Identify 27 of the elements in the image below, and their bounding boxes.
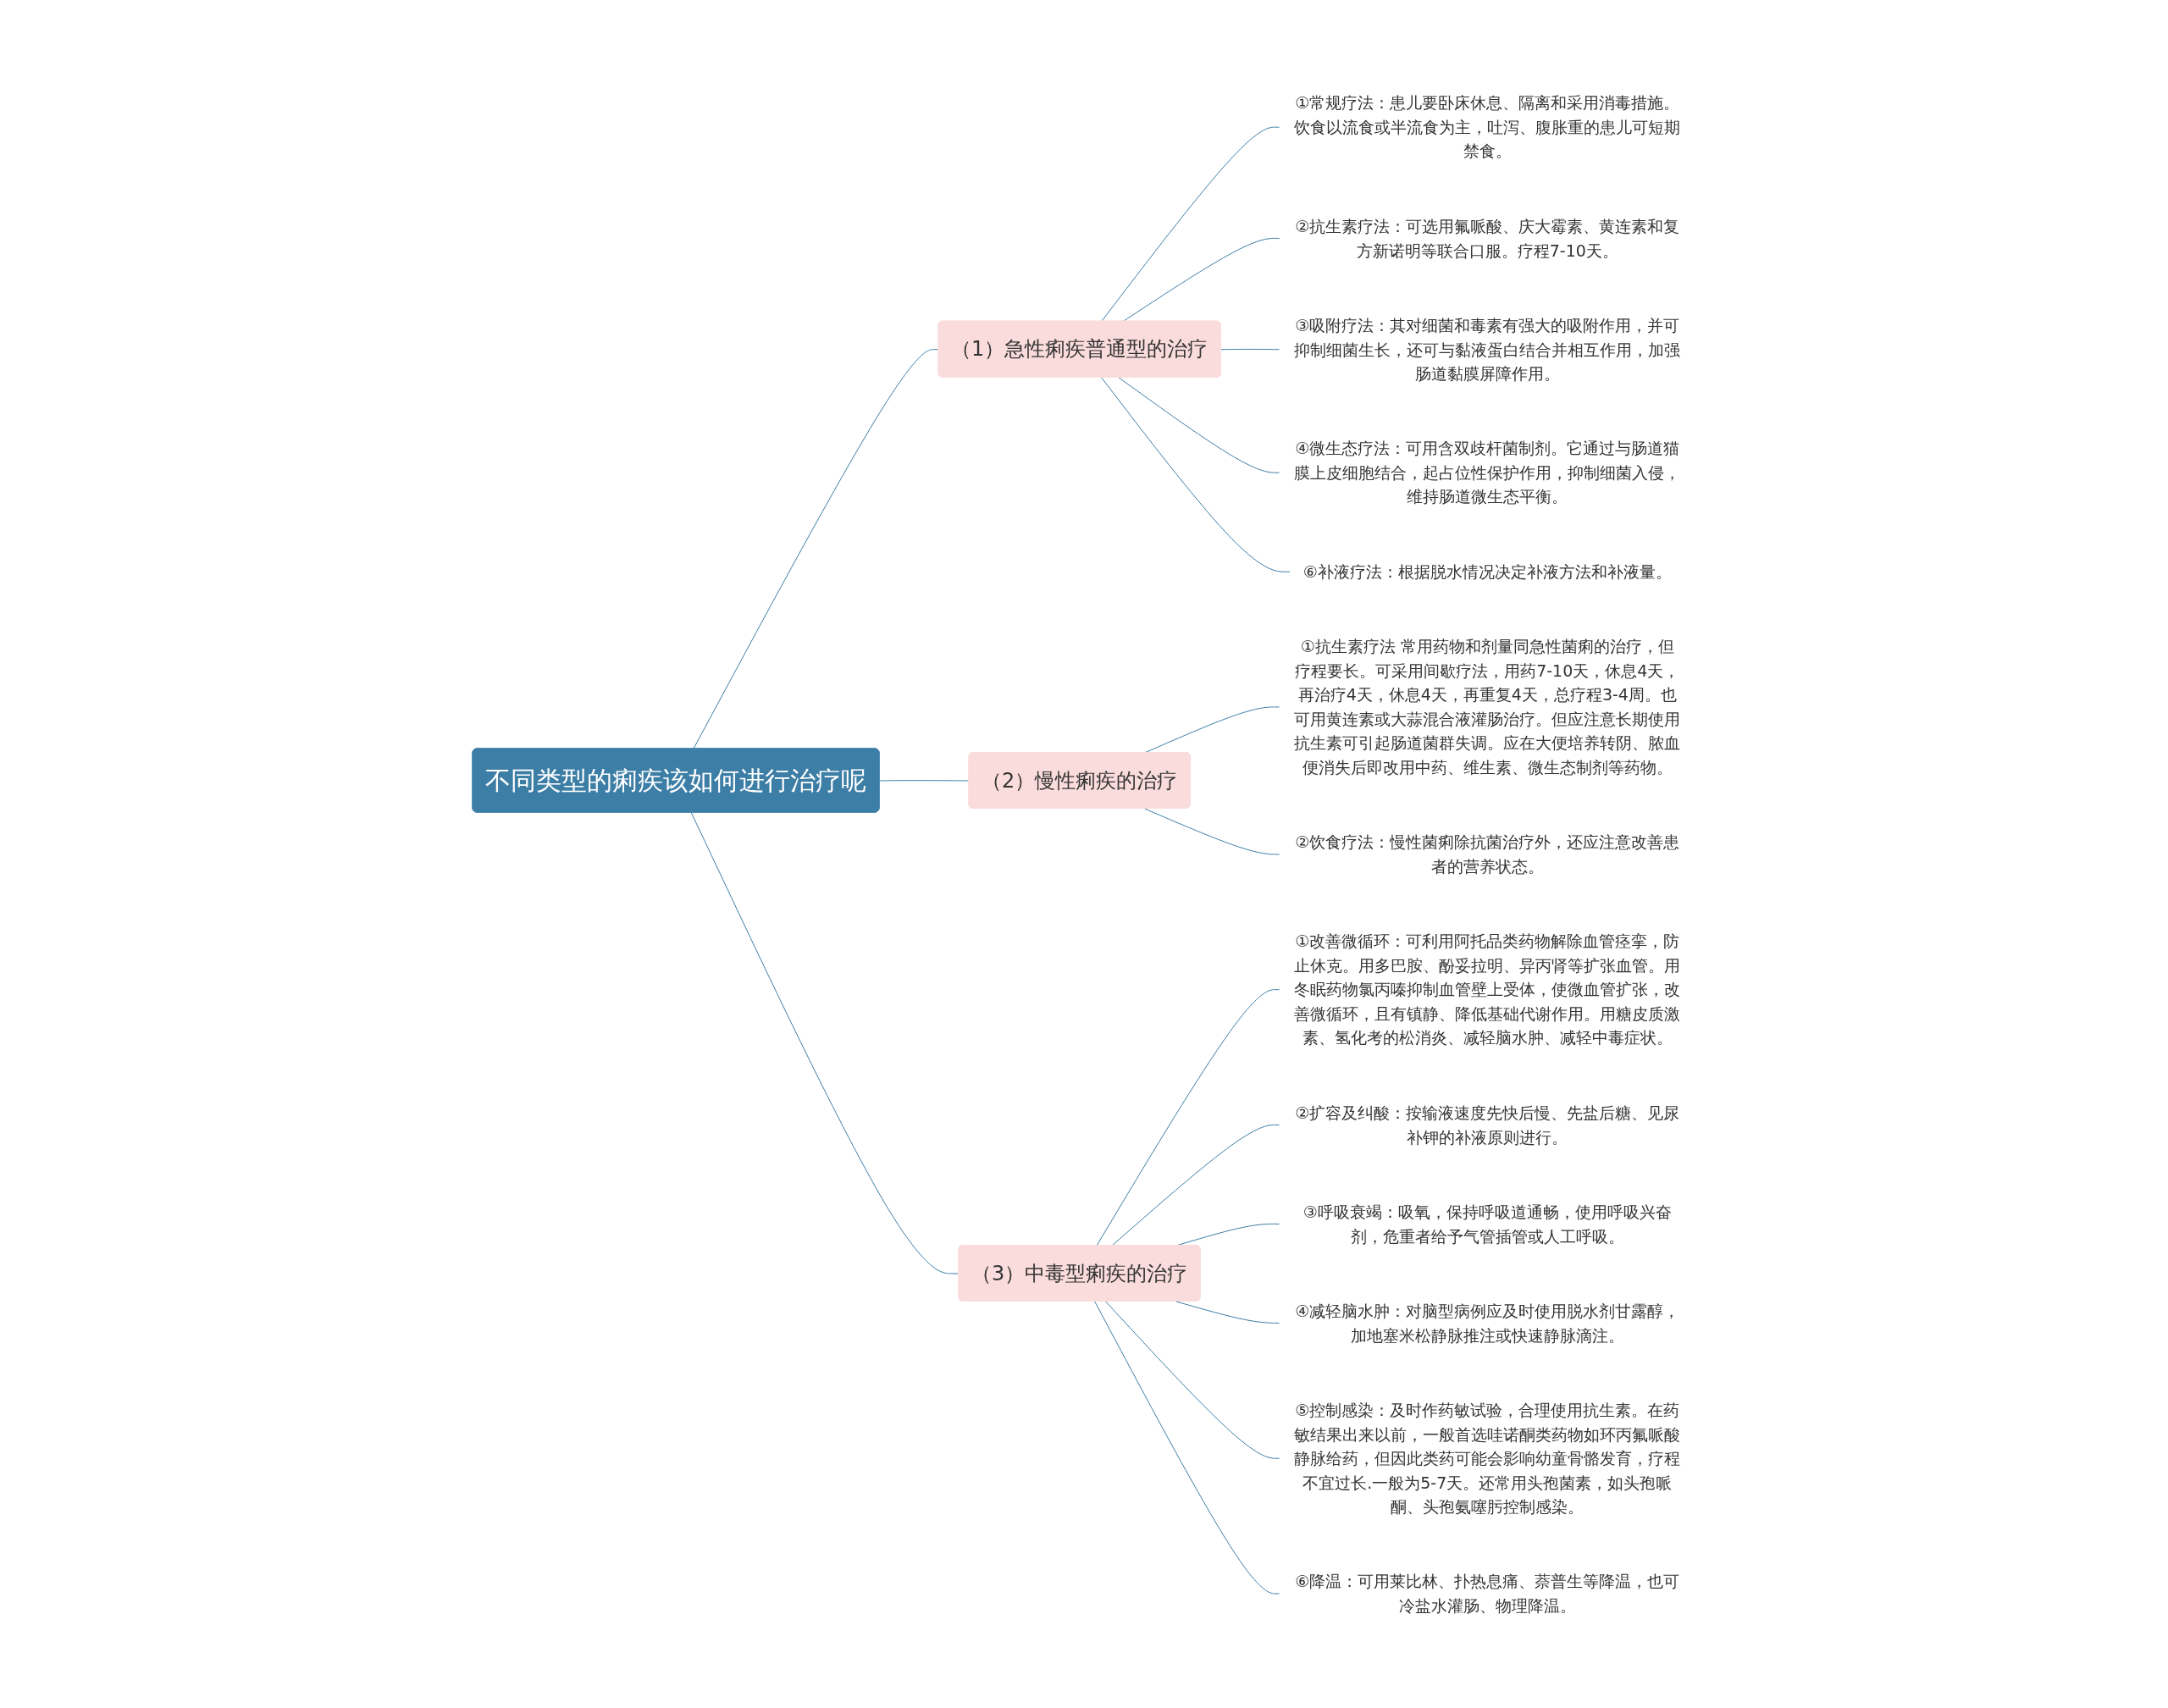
node-text: ③呼吸衰竭：吸氧，保持呼吸道通畅，使用呼吸兴奋剂，危重者给予气管插管或人工呼吸。 [1303, 1202, 1673, 1245]
node-text: ②抗生素疗法：可选用氟哌酸、庆大霉素、黄连素和复方新诺明等联合口服。疗程7-10天。 [1295, 216, 1680, 259]
connector [691, 812, 960, 1274]
connector [1096, 989, 1281, 1246]
connector [1118, 377, 1281, 473]
connector [1094, 1301, 1281, 1595]
connector [1105, 1301, 1281, 1459]
connector [1101, 377, 1292, 572]
node-text: ⑥降温：可用莱比林、扑热息痛、萘普生等降温，也可冷盐水灌肠、物理降温。 [1295, 1572, 1680, 1615]
connector [879, 780, 971, 782]
connector [1101, 126, 1281, 323]
connector [1220, 348, 1281, 351]
node-text: ②饮食疗法：慢性菌痢除抗菌治疗外，还应注意改善患者的营养状态。 [1295, 832, 1680, 876]
connector [1175, 1301, 1281, 1324]
connector [1111, 1124, 1281, 1246]
node-text: ④减轻脑水肿：对脑型病例应及时使用脱水剂甘露醇，加地塞米松静脉推注或快速静脉滴注。 [1295, 1301, 1680, 1344]
node-text: ④微生态疗法：可用含双歧杆菌制剂。它通过与肠道猫膜上皮细胞结合，起占位性保护作用，抑制细菌入侵，维持肠道微生态平衡。 [1294, 439, 1681, 506]
node-text: ②扩容及纠酸：按输液速度先快后慢、先盐后糖、见尿补钾的补液原则进行。 [1295, 1103, 1680, 1146]
connector [693, 349, 940, 749]
node-text: ①改善微循环：可利用阿托品类药物解除血管痉挛，防止休克。用多巴胺、酚妥拉明、异丙肾等扩张血管。用冬眠药物氯丙嗪抑制血管壁上受体，使微血管扩张，改善微循环，且有镇静、降低基础代谢作用。用糖皮质激素、氢化考的松消炎、减轻脑水肿、减轻中毒症状。 [1294, 931, 1681, 1047]
connector [1122, 237, 1281, 323]
node-text: ③吸附疗法：其对细菌和毒素有强大的吸附作用，并可抑制细菌生长，还可与黏液蛋白结合并相互作用，加强肠道黏膜屏障作用。 [1294, 315, 1681, 383]
node-text: ⑤控制感染：及时作药敏试验，合理使用抗生素。在药敏结果出来以前，一般首选哇诺酮类药物如环丙氟哌酸静脉给药，但因此类药可能会影响幼童骨骼发育，疗程不宜过长.一般为5-7天。还常用头孢菌素，如头孢哌酮、头孢氨噻肟控制感染。 [1294, 1400, 1681, 1516]
node-text: ①常规疗法：患儿要卧床休息、隔离和采用消毒措施。饮食以流食或半流食为主，吐泻、腹胀重的患儿可短期禁食。 [1294, 93, 1681, 160]
connector [1144, 808, 1281, 855]
node-text: ①抗生素疗法 常用药物和剂量同急性菌痢的治疗，但疗程要长。可采用间歇疗法，用药7-10天，休息4天，再治疗4天，休息4天，再重复4天，总疗程3-4周。也可用黄连素或大蒜混合液灌肠治疗。但应注意长期使用抗生素可引起肠道菌群失调。应在大便培养转阴、脓血便消失后即改用中药、维生素、微生态制剂等药物。 [1294, 637, 1681, 777]
node-text: ⑥补液疗法：根据脱水情况决定补液方法和补液量。 [1303, 561, 1673, 581]
